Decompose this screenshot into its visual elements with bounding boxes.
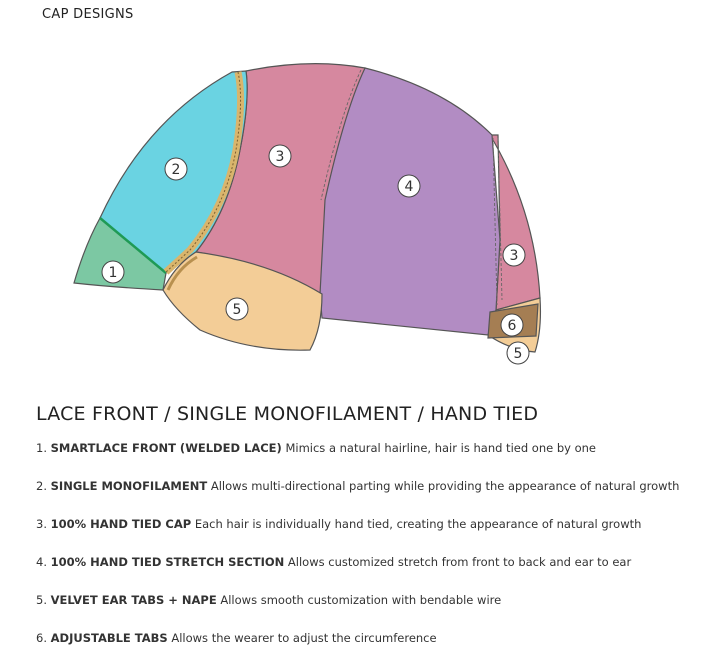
stretch-section-region xyxy=(317,67,501,336)
feature-number: 1. xyxy=(36,441,47,455)
svg-text:1: 1 xyxy=(109,265,118,281)
feature-item: 2. SINGLE MONOFILAMENT Allows multi-dire… xyxy=(36,478,716,516)
badge-5-front: 5 xyxy=(225,297,249,321)
feature-number: 3. xyxy=(36,517,47,531)
feature-description: Each hair is individually hand tied, cre… xyxy=(194,517,642,531)
feature-name: VELVET EAR TABS + NAPE xyxy=(50,593,217,607)
svg-text:4: 4 xyxy=(405,179,414,195)
ear-tab-edge-binding xyxy=(166,255,198,291)
badge-5-rear: 5 xyxy=(506,341,530,365)
feature-item: 1. SMARTLACE FRONT (WELDED LACE) Mimics … xyxy=(36,440,716,478)
page-header: CAP DESIGNS xyxy=(42,7,134,22)
stitch-line-front xyxy=(320,69,362,201)
badge-6: 6 xyxy=(500,313,524,337)
feature-number: 5. xyxy=(36,593,47,607)
svg-text:6: 6 xyxy=(508,318,517,334)
lace-front-weld-line xyxy=(99,217,167,274)
feature-name: SMARTLACE FRONT (WELDED LACE) xyxy=(50,441,282,455)
feature-number: 6. xyxy=(36,631,47,645)
welded-seam xyxy=(163,71,245,275)
svg-text:5: 5 xyxy=(514,346,523,362)
feature-item: 6. ADJUSTABLE TABS Allows the wearer to … xyxy=(36,630,716,668)
svg-text:3: 3 xyxy=(510,248,519,264)
badge-3-rear: 3 xyxy=(502,243,526,267)
badge-4: 4 xyxy=(397,174,421,198)
feature-description: Allows the wearer to adjust the circumfe… xyxy=(171,631,437,645)
section-title: LACE FRONT / SINGLE MONOFILAMENT / HAND … xyxy=(36,403,539,425)
stitch-line-rear xyxy=(492,137,498,306)
badge-1: 1 xyxy=(101,260,125,284)
feature-description: Allows customized stretch from front to … xyxy=(287,555,632,569)
feature-name: SINGLE MONOFILAMENT xyxy=(50,479,208,493)
badge-3-front: 3 xyxy=(268,144,292,168)
stitch-line-rear-2 xyxy=(497,137,503,301)
feature-description: Mimics a natural hairline, hair is hand … xyxy=(285,441,597,455)
svg-text:2: 2 xyxy=(172,162,181,178)
feature-name: ADJUSTABLE TABS xyxy=(50,631,168,645)
lace-front-region xyxy=(73,217,167,291)
feature-item: 5. VELVET EAR TABS + NAPE Allows smooth … xyxy=(36,592,716,630)
feature-list: 1. SMARTLACE FRONT (WELDED LACE) Mimics … xyxy=(36,440,716,668)
svg-text:3: 3 xyxy=(276,149,285,165)
feature-name: 100% HAND TIED STRETCH SECTION xyxy=(50,555,285,569)
feature-description: Allows smooth customization with bendabl… xyxy=(220,593,502,607)
feature-name: 100% HAND TIED CAP xyxy=(50,517,192,531)
badge-2: 2 xyxy=(164,157,188,181)
feature-number: 2. xyxy=(36,479,47,493)
cap-diagram: 1 2 3 4 3 5 6 5 xyxy=(73,63,542,365)
feature-item: 3. 100% HAND TIED CAP Each hair is indiv… xyxy=(36,516,716,554)
feature-number: 4. xyxy=(36,555,47,569)
feature-item: 4. 100% HAND TIED STRETCH SECTION Allows… xyxy=(36,554,716,592)
feature-description: Allows multi-directional parting while p… xyxy=(210,479,680,493)
svg-text:5: 5 xyxy=(233,302,242,318)
